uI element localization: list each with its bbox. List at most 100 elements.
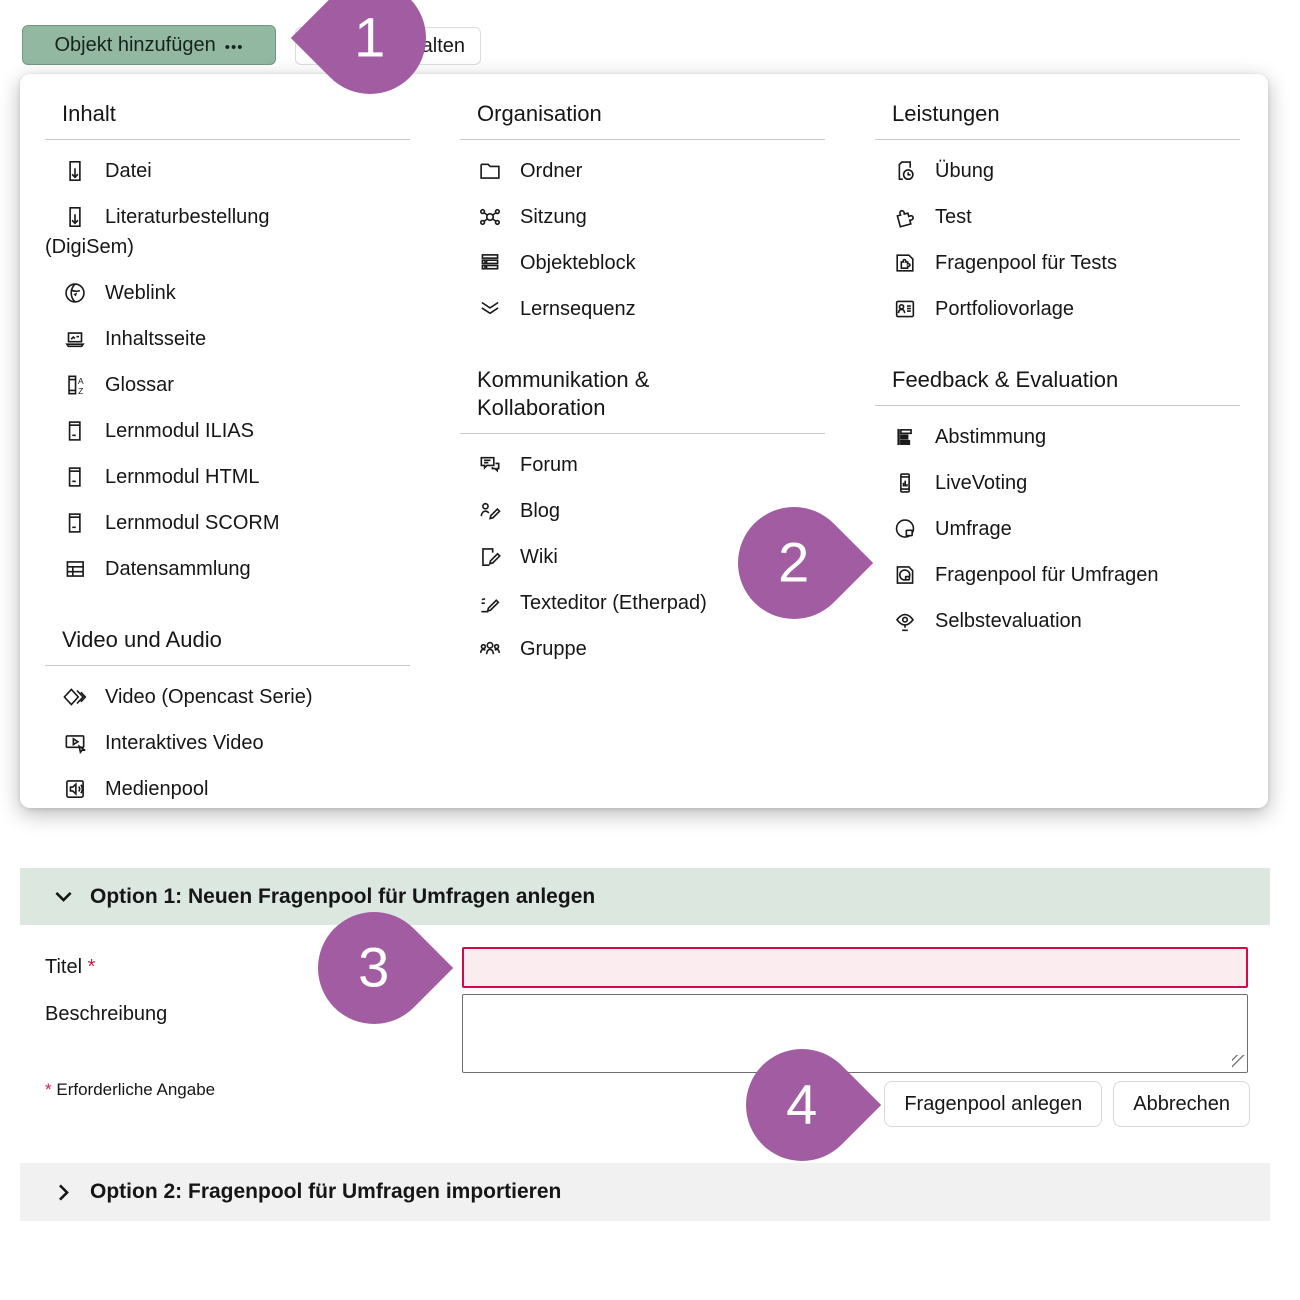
- menu-item[interactable]: Video (Opencast Serie): [45, 682, 410, 712]
- menu-item-label: Medienpool: [105, 778, 209, 800]
- menu-item[interactable]: Objekteblock: [460, 248, 825, 278]
- required-asterisk: *: [45, 1080, 52, 1099]
- menu-item[interactable]: Inhaltsseite: [45, 324, 410, 354]
- section-title: Organisation: [460, 100, 825, 140]
- menu-item[interactable]: Literaturbestellung (DigiSem): [45, 202, 410, 262]
- menu-item-label: Lernmodul ILIAS: [105, 420, 254, 442]
- self-evaluation-icon: [892, 608, 918, 634]
- menu-item[interactable]: Übung: [875, 156, 1240, 186]
- title-input[interactable]: [462, 947, 1248, 988]
- menu-item-label: Abstimmung: [935, 426, 1047, 448]
- option1-header[interactable]: Option 1: Neuen Fragenpool für Umfragen …: [20, 868, 1270, 925]
- content-page-icon: [62, 326, 88, 352]
- menu-item[interactable]: Glossar: [45, 370, 410, 400]
- description-textarea[interactable]: [462, 994, 1248, 1073]
- forum-icon: [477, 452, 503, 478]
- menu-item[interactable]: Texteditor (Etherpad): [460, 588, 825, 618]
- menu-item[interactable]: Lernmodul ILIAS: [45, 416, 410, 446]
- title-label: Titel *: [45, 956, 96, 978]
- section-title: Feedback & Evaluation: [875, 366, 1240, 406]
- menu-item[interactable]: LiveVoting: [875, 468, 1240, 498]
- menu-item-label: Wiki: [520, 546, 558, 568]
- menu-item[interactable]: Datei: [45, 156, 410, 186]
- add-object-label: Objekt hinzufügen: [54, 33, 216, 56]
- mediapool-icon: [62, 776, 88, 802]
- question-pool-survey-icon: [892, 562, 918, 588]
- portfolio-template-icon: [892, 296, 918, 322]
- menu-item[interactable]: Umfrage: [875, 514, 1240, 544]
- menu-item[interactable]: Weblink: [45, 278, 410, 308]
- survey-icon: [892, 516, 918, 542]
- callout-3-number: 3: [358, 936, 390, 999]
- menu-item[interactable]: Interaktives Video: [45, 728, 410, 758]
- callout-2-number: 2: [778, 531, 810, 594]
- create-question-pool-button[interactable]: Fragenpool anlegen: [884, 1081, 1103, 1127]
- menu-item[interactable]: Blog: [460, 496, 825, 526]
- menu-item[interactable]: Ordner: [460, 156, 825, 186]
- menu-item[interactable]: Datensammlung: [45, 554, 410, 584]
- menu-item-label: Umfrage: [935, 518, 1012, 540]
- menu-item-label: Datensammlung: [105, 558, 251, 580]
- section-title: Kommunikation & Kollaboration: [460, 366, 825, 434]
- menu-item-label: Texteditor (Etherpad): [520, 592, 707, 614]
- menu-item[interactable]: Fragenpool für Tests: [875, 248, 1240, 278]
- menu-item[interactable]: Test: [875, 202, 1240, 232]
- option1-title: Option 1: Neuen Fragenpool für Umfragen …: [90, 884, 596, 908]
- menu-item[interactable]: Abstimmung: [875, 422, 1240, 452]
- chevron-down-icon: [55, 892, 72, 902]
- menu-item-label: Blog: [520, 500, 561, 522]
- menu-item-label: Ordner: [520, 160, 583, 182]
- menu-item-label: Übung: [935, 160, 994, 182]
- opencast-video-icon: [62, 684, 88, 710]
- menu-item-label: Literaturbestellung (DigiSem): [45, 206, 270, 258]
- menu-item-label: Gruppe: [520, 638, 587, 660]
- option2-header[interactable]: Option 2: Fragenpool für Umfragen import…: [20, 1163, 1270, 1221]
- section-title: Leistungen: [875, 100, 1240, 140]
- menu-item-label: Lernmodul SCORM: [105, 512, 280, 534]
- etherpad-icon: [477, 590, 503, 616]
- menu-item-label: Fragenpool für Tests: [935, 252, 1117, 274]
- section-title: Inhalt: [45, 100, 410, 140]
- menu-item[interactable]: Medienpool: [45, 774, 410, 804]
- add-object-button[interactable]: Objekt hinzufügen •••: [22, 25, 276, 65]
- menu-item[interactable]: Lernmodul HTML: [45, 462, 410, 492]
- glossary-icon: [62, 372, 88, 398]
- menu-item[interactable]: Gruppe: [460, 634, 825, 664]
- menu-item[interactable]: Lernsequenz: [460, 294, 825, 324]
- question-pool-test-icon: [892, 250, 918, 276]
- menu-item[interactable]: Wiki: [460, 542, 825, 572]
- group-icon: [477, 636, 503, 662]
- globe-icon: [62, 280, 88, 306]
- cancel-button[interactable]: Abbrechen: [1113, 1081, 1250, 1127]
- form-buttons: Fragenpool anlegen Abbrechen: [884, 1081, 1250, 1127]
- menu-item[interactable]: Portfoliovorlage: [875, 294, 1240, 324]
- blog-icon: [477, 498, 503, 524]
- menu-item-label: Forum: [520, 454, 578, 476]
- data-table-icon: [62, 556, 88, 582]
- toolbar-button-partial-label: alten: [421, 34, 465, 57]
- callout-1-number: 1: [354, 6, 386, 70]
- menu-item[interactable]: Sitzung: [460, 202, 825, 232]
- callout-4-number: 4: [786, 1073, 818, 1136]
- menu-item[interactable]: Forum: [460, 450, 825, 480]
- menu-item-label: LiveVoting: [935, 472, 1028, 494]
- item-block-icon: [477, 250, 503, 276]
- menu-item[interactable]: Fragenpool für Umfragen: [875, 560, 1240, 590]
- menu-item-label: Portfoliovorlage: [935, 298, 1074, 320]
- menu-item[interactable]: Selbstevaluation: [875, 606, 1240, 636]
- menu-item-label: Weblink: [105, 282, 176, 304]
- poll-icon: [892, 424, 918, 450]
- menu-item-label: Objekteblock: [520, 252, 636, 274]
- learning-module-icon: [62, 510, 88, 536]
- learning-module-icon: [62, 464, 88, 490]
- folder-icon: [477, 158, 503, 184]
- required-asterisk: *: [87, 956, 96, 978]
- menu-item-label: Selbstevaluation: [935, 610, 1082, 632]
- file-download-icon: [62, 204, 88, 230]
- exercise-icon: [892, 158, 918, 184]
- menu-item[interactable]: Lernmodul SCORM: [45, 508, 410, 538]
